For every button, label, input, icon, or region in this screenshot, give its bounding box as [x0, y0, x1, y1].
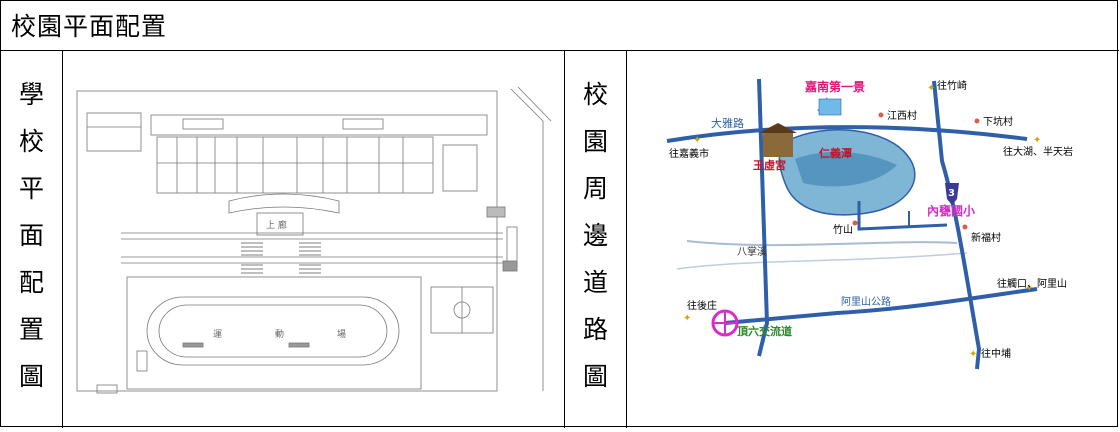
star-icon: ✦: [927, 83, 935, 94]
right-label-char: 道: [582, 268, 608, 297]
da-ya-road: [666, 125, 1028, 143]
direction-houzhuang: 往後庄: [687, 299, 717, 312]
left-label-char: 學: [18, 80, 44, 109]
surrounding-road-map-cell: 3 ✦ ✦ ✦ ✦ ✦ ✦ 嘉南第一景 往竹崎 大雅路: [627, 51, 1119, 428]
location-dot: [974, 118, 980, 124]
star-icon: ✦: [1033, 135, 1041, 146]
star-icon: ✦: [693, 135, 701, 146]
track-label: 動: [275, 329, 284, 340]
left-vertical-label: 學 校 平 面 配 置 圖: [1, 51, 63, 428]
star-icon: ✦: [969, 349, 977, 360]
da-ya-road-label: 大雅路: [711, 116, 744, 130]
right-label-char: 周: [582, 174, 608, 203]
title-row: 校園平面配置: [1, 1, 1119, 51]
campus-floor-plan: 運 動 場 上 廊: [76, 86, 552, 394]
route-shield: 3: [948, 188, 955, 199]
track-label: 場: [337, 328, 346, 340]
star-icon: ✦: [683, 313, 691, 324]
place-zhushan: 竹山: [833, 223, 853, 236]
surrounding-road-map: 3 ✦ ✦ ✦ ✦ ✦ ✦ 嘉南第一景 往竹崎 大雅路: [666, 78, 1073, 370]
right-label-char: 校: [582, 80, 608, 109]
left-label-char: 面: [18, 221, 44, 250]
place-jiangxi: 江西村: [887, 109, 917, 122]
river-label: 八掌溪: [737, 246, 767, 258]
page-title: 校園平面配置: [11, 12, 168, 41]
location-dot: [878, 112, 884, 118]
route-3: [932, 80, 982, 370]
left-label-char: 校: [18, 127, 44, 156]
right-label-char: 圖: [582, 362, 608, 391]
alishan-road-label: 阿里山公路: [841, 295, 891, 308]
place-school: 內甕國小: [927, 203, 975, 218]
route-shield-icon: [945, 183, 959, 205]
left-label-char: 配: [18, 268, 44, 297]
place-xinfu: 新福村: [971, 231, 1001, 244]
place-renyi: 仁義潭: [819, 146, 852, 160]
right-label-char: 園: [582, 127, 608, 156]
temple-icon: [763, 131, 793, 157]
place-yuxu: 玉虛宮: [753, 158, 786, 172]
location-dot: [852, 220, 858, 226]
interchange-label: 頂六交流道: [737, 324, 792, 338]
landmark-label: 嘉南第一景: [804, 79, 865, 94]
track-label: 運: [213, 329, 222, 340]
left-label-char: 平: [18, 174, 44, 203]
alishan-road: [724, 287, 1038, 325]
star-icon: ✦: [1025, 283, 1033, 294]
direction-chiayi: 往嘉義市: [669, 147, 709, 160]
direction-zhongpu: 往中埔: [981, 347, 1011, 360]
location-dot: [962, 224, 968, 230]
hall-label: 上 廊: [266, 219, 287, 231]
direction-zhuqi: 往竹崎: [937, 79, 967, 92]
direction-guankou: 往觸口、阿里山: [997, 277, 1067, 290]
river: [686, 240, 958, 247]
direction-dahu: 往大湖、半天岩: [1003, 145, 1073, 158]
right-vertical-label: 校 園 周 邊 道 路 圖: [565, 51, 627, 428]
campus-floor-plan-cell: 運 動 場 上 廊: [63, 51, 565, 428]
place-xiakeng: 下坑村: [983, 115, 1013, 128]
left-label-char: 置: [18, 315, 44, 344]
right-label-char: 邊: [582, 221, 608, 250]
right-label-char: 路: [582, 315, 608, 344]
left-label-char: 圖: [18, 362, 44, 391]
